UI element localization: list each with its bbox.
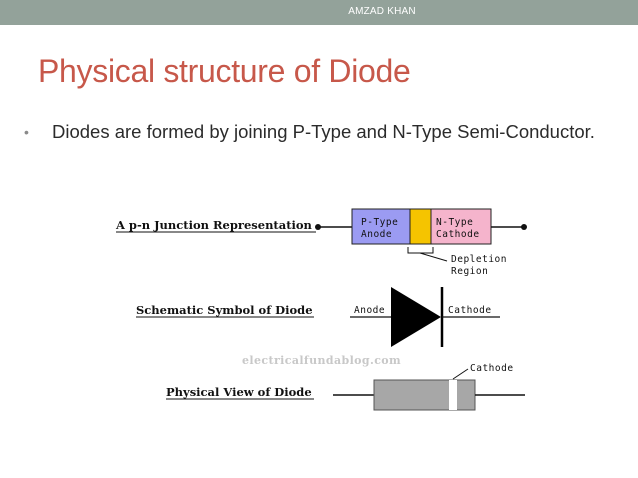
pn-right-terminal-icon [521, 224, 527, 230]
region-label: Region [451, 266, 488, 277]
depletion-pointer [419, 252, 448, 262]
diode-triangle-icon [391, 287, 441, 347]
depletion-label: Depletion [451, 254, 507, 265]
slide-title: Physical structure of Diode [38, 53, 411, 89]
schematic-anode-label: Anode [354, 305, 385, 316]
anode-label: Anode [361, 229, 392, 240]
depletion-region [409, 208, 432, 245]
diode-body [373, 379, 476, 411]
bullet-text: Diodes are formed by joining P-Type and … [52, 121, 595, 142]
pn-junction-heading: A p-n Junction Representation [115, 218, 313, 232]
watermark: electricalfundablog.com [242, 354, 401, 367]
p-type-label: P-Type [361, 217, 398, 228]
author-name: AMZAD KHAN [348, 6, 416, 17]
pn-left-terminal-icon [315, 224, 321, 230]
physical-cathode-label: Cathode [470, 363, 514, 374]
cathode-band [449, 380, 457, 410]
physical-cathode-pointer [452, 368, 469, 380]
physical-heading: Physical View of Diode [166, 385, 312, 399]
schematic-heading: Schematic Symbol of Diode [136, 303, 313, 317]
cathode-label: Cathode [436, 229, 480, 240]
top-bar: AMZAD KHAN [0, 0, 638, 25]
depletion-bracket [407, 247, 434, 254]
n-type-label: N-Type [436, 217, 473, 228]
bullet-dot-icon: • [24, 124, 29, 140]
bullet-point: • Diodes are formed by joining P-Type an… [24, 119, 614, 145]
schematic-cathode-label: Cathode [448, 305, 492, 316]
